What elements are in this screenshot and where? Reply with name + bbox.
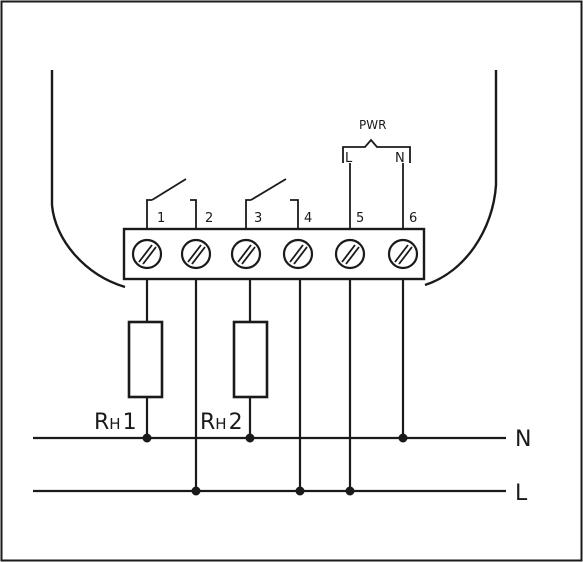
terminal-screw-6	[387, 238, 419, 270]
junction-l-t4	[295, 486, 305, 496]
resistor-rh2	[232, 320, 269, 399]
terminal-screw-2	[180, 238, 212, 270]
terminal-number-5: 5	[356, 211, 364, 226]
terminal-number-6: 6	[409, 211, 417, 226]
pwr-label: PWR	[359, 118, 386, 132]
live-line-label: L	[515, 481, 528, 506]
relay-contact-2	[245, 178, 299, 228]
relay-contact-1	[146, 178, 197, 228]
terminal-number-4: 4	[304, 211, 312, 226]
terminal-number-2: 2	[205, 211, 213, 226]
pwr-neutral-label: N	[395, 151, 405, 166]
resistor-label-rh2: RH2	[200, 410, 243, 435]
neutral-line-label: N	[515, 427, 531, 452]
device-housing	[50, 70, 126, 289]
power-bracket	[342, 138, 411, 228]
terminal-screw-1	[131, 238, 163, 270]
resistor-rh1	[127, 320, 164, 399]
terminal-number-3: 3	[254, 211, 262, 226]
terminal-screw-3	[230, 238, 262, 270]
junction-l-t5	[345, 486, 355, 496]
terminal-screw-4	[282, 238, 314, 270]
junction-n-t6	[398, 433, 408, 443]
junction-l-t2	[191, 486, 201, 496]
junction-n-rh2	[245, 433, 255, 443]
resistor-label-rh1: RH1	[94, 410, 137, 435]
junction-n-rh1	[142, 433, 152, 443]
terminal-block	[122, 227, 426, 281]
pwr-live-label: L	[345, 151, 353, 166]
terminal-number-1: 1	[157, 211, 165, 226]
terminal-screw-5	[334, 238, 366, 270]
device-housing-right	[424, 70, 498, 287]
